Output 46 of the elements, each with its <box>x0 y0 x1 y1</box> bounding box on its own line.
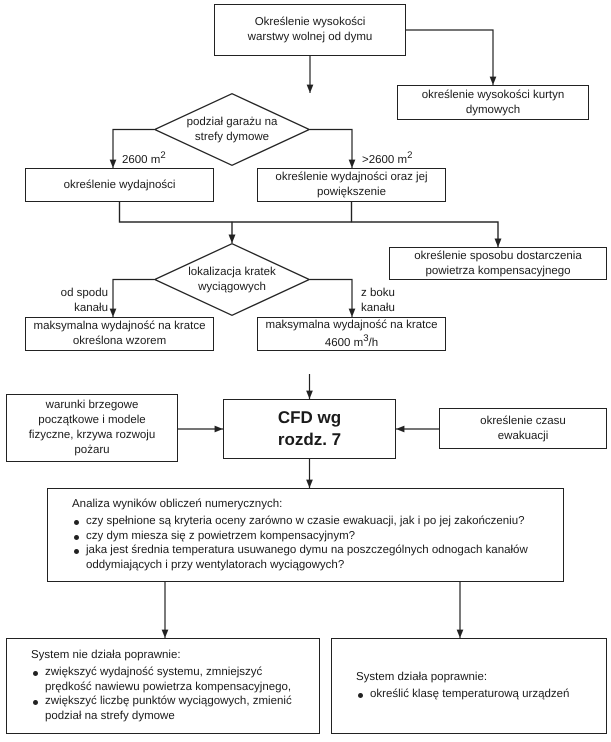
bullet-item: określić klasę temperaturową urządzeń <box>356 687 570 702</box>
process-box <box>331 638 607 734</box>
box-text: określenie sposobu dostarczenia powietrza kompensacyjnego <box>413 248 583 278</box>
bullet-item: czy spełnione są kryteria oceny zarówno w czasie ewakuacji, jak i po jej zakończeniu? <box>72 514 524 529</box>
process-box <box>47 488 564 582</box>
box-text: określenie wydajności oraz jej powiększenie <box>274 170 429 200</box>
arrow <box>396 426 439 432</box>
process-box <box>397 85 589 120</box>
bullet-item: czy dym miesza się z powietrzem kompensacyjnym? <box>72 528 356 544</box>
arrow <box>456 582 464 638</box>
process-box <box>389 247 607 280</box>
bullet-item: jaka jest średnia temperatura usuwanego dymu na poszczególnych odnogach kanałów oddymiających i przy wentylatorach wyciągowych? <box>72 543 543 574</box>
box-text: podział garażu na strefy dymowe <box>186 114 278 144</box>
box-text: warunki brzegowe początkowe i modele fizyczne, krzywa rozwoju pożaru <box>28 398 156 458</box>
arrow <box>406 29 496 85</box>
box-text: maksymalna wydajność na kratce określona wzorem <box>32 319 206 349</box>
process-box <box>257 168 446 202</box>
process-box <box>439 408 607 449</box>
arrow <box>178 426 223 432</box>
process-box <box>6 394 178 462</box>
arrow <box>350 202 502 247</box>
box-text: określenie wydajności <box>64 178 176 192</box>
bullet-item: zwiększyć liczbę punktów wyciągowych, zmienić podział na strefy dymowe <box>31 694 299 724</box>
box-text: CFD wg rozdz. 7 <box>276 406 342 451</box>
process-box <box>25 168 214 202</box>
arrow <box>310 128 356 168</box>
arrow <box>310 278 356 317</box>
list-heading: System działa poprawnie: <box>356 670 488 685</box>
arrow <box>306 459 313 488</box>
list-heading: Analiza wyników obliczeń numerycznych: <box>72 496 282 512</box>
decision-diamond <box>154 243 310 316</box>
box-text: maksymalna wydajność na kratce 4600 m$^{3}$/h <box>264 318 438 350</box>
box-text: lokalizacja kratek wyciągowych <box>187 264 277 294</box>
box-text: określenie wysokości kurtyn dymowych <box>420 88 566 118</box>
process-box <box>25 317 214 351</box>
arrow <box>306 56 314 93</box>
box-text: Określenie wysokości warstwy wolnej od dymu <box>246 15 374 45</box>
arrow <box>110 278 154 317</box>
arrow <box>306 374 313 399</box>
process-box <box>223 399 396 459</box>
box-text: określenie czasu ewakuacji <box>479 414 567 444</box>
list-heading: System nie działa poprawnie: <box>31 648 181 663</box>
arrow <box>110 128 154 168</box>
process-box <box>6 638 320 734</box>
process-box <box>214 4 406 56</box>
arrow <box>162 582 168 638</box>
